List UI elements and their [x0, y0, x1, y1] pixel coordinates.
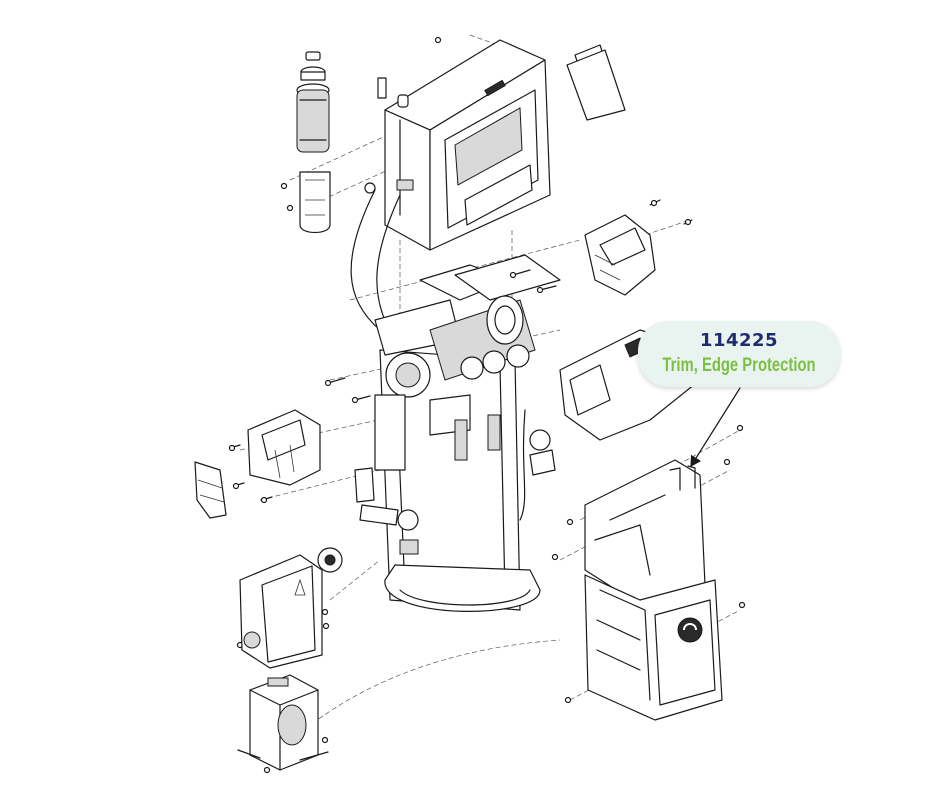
motor-cover — [239, 547, 343, 669]
part-callout: 114225 Trim, Edge Protection — [638, 321, 840, 387]
left-shroud — [194, 409, 321, 519]
pump-assembly — [354, 295, 556, 555]
filter-canister — [280, 51, 331, 234]
leader-arrow — [690, 387, 741, 468]
upper-right-shroud — [584, 214, 656, 296]
main-frame — [374, 254, 561, 612]
part-description-label: Trim, Edge Protection — [662, 355, 816, 376]
part-number-label: 114225 — [699, 330, 779, 351]
transformer — [237, 674, 329, 771]
lower-right-shroud — [584, 574, 723, 721]
control-box — [364, 39, 626, 251]
fasteners — [228, 36, 746, 774]
graco-logo — [677, 617, 703, 643]
